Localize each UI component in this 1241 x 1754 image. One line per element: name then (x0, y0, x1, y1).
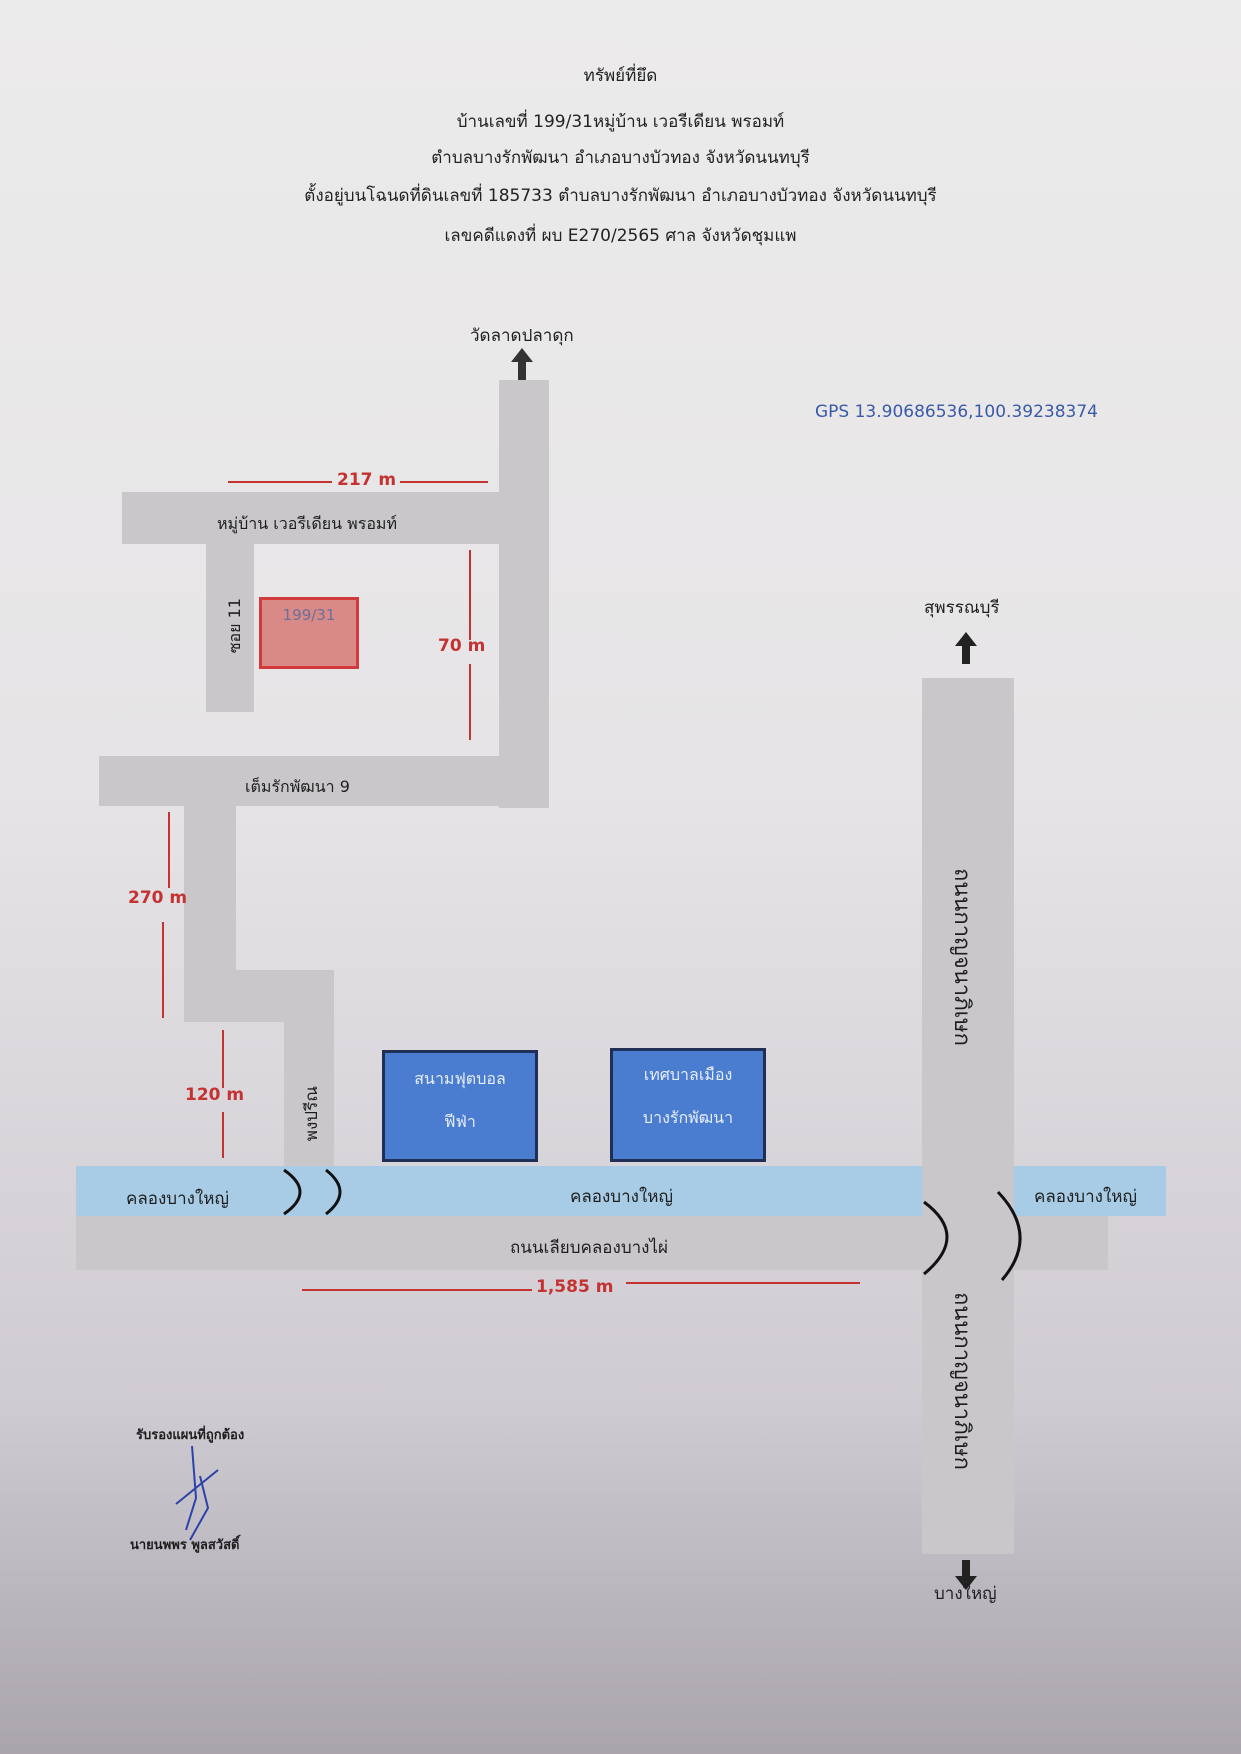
dist-217: 217 m (337, 470, 397, 490)
dist-120: 120 m (185, 1085, 245, 1105)
dist-line-1585-left (302, 1289, 532, 1291)
certify-text: รับรองแผนที่ถูกต้อง (136, 1428, 245, 1443)
municipal-name-2: บางรักพัฒนา (642, 1108, 734, 1127)
bridge-arc-2 (325, 1168, 342, 1216)
label-canal-road: ถนนเลียบคลองบางไผ่ (510, 1238, 668, 1258)
dist-line-270-bottom (162, 922, 164, 1018)
canal-main (76, 1166, 922, 1216)
stadium-name-2: ฟีฟ่า (444, 1112, 476, 1131)
header-subdistrict: ตำบลบางรักพัฒนา อำเภอบางบัวทอง จังหวัดนน… (431, 148, 810, 168)
label-temrak: เต็มรักพัฒนา 9 (245, 777, 350, 796)
dist-1585: 1,585 m (536, 1277, 614, 1297)
building-stadium: สนามฟุตบอล ฟีฟ่า (382, 1050, 538, 1162)
dist-270: 270 m (128, 888, 188, 908)
bridge-arc-4 (996, 1190, 1022, 1281)
property-number: 199/31 (282, 606, 336, 624)
label-canal-middle: คลองบางใหญ่ (570, 1187, 673, 1207)
municipal-name-1: เทศบาลเมือง (643, 1065, 733, 1084)
arrow-up-stem (962, 646, 970, 664)
label-village-road: หมู่บ้าน เวอรีเดียน พรอมท์ (217, 514, 398, 533)
header-address: บ้านเลขที่ 199/31หมู่บ้าน เวอรีเดียน พรอ… (456, 112, 785, 132)
dist-line-70-top (469, 550, 471, 640)
property-lot: 199/31 (259, 597, 359, 669)
road-canal-side (76, 1216, 922, 1270)
dist-70: 70 m (438, 636, 486, 656)
road-temrak (99, 756, 501, 806)
bridge-arc-1 (283, 1168, 302, 1216)
header-case: เลขคดีแดงที่ ผบ E270/2565 ศาล จังหวัดชุม… (444, 226, 797, 246)
stadium-name-1: สนามฟุตบอล (414, 1069, 506, 1088)
road-village (122, 492, 502, 544)
dist-line-217-right (400, 481, 488, 483)
place-bangyai: บางใหญ่ (934, 1584, 997, 1604)
gps-coordinates: GPS 13.90686536,100.39238374 (815, 402, 1098, 422)
dist-line-270-top (168, 812, 170, 888)
arrow-up-icon (511, 348, 533, 362)
place-north: วัดลาดปลาดุก (470, 326, 574, 346)
road-canal-side-right (1014, 1216, 1108, 1270)
arrow-down-icon (955, 1576, 977, 1590)
label-kanchanaphisek-top: ถนนกาญจนาภิเษก (949, 868, 974, 1046)
bridge-arc-3 (923, 1200, 949, 1276)
road-phonprin (284, 972, 334, 1172)
header-deed: ตั้งอยู่บนโฉนดที่ดินเลขที่ 185733 ตำบลบา… (304, 186, 937, 206)
arrow-up-icon (955, 632, 977, 646)
arrow-down-stem (962, 1560, 970, 1576)
dist-line-1585-right (626, 1282, 860, 1284)
dist-line-120-top (222, 1030, 224, 1088)
dist-line-217-left (228, 481, 332, 483)
signature-mark (175, 1445, 219, 1541)
dist-line-70-bottom (469, 664, 471, 740)
arrow-up-stem (518, 362, 526, 380)
label-canal-left: คลองบางใหญ่ (126, 1189, 229, 1209)
dist-line-120-bottom (222, 1112, 224, 1158)
building-municipal: เทศบาลเมือง บางรักพัฒนา (610, 1048, 766, 1162)
signer-name: นายนพพร พูลสวัสดิ์ (130, 1538, 240, 1553)
label-canal-right: คลองบางใหญ่ (1034, 1187, 1137, 1207)
road-soi-11 (206, 540, 254, 712)
canal-right (1014, 1166, 1166, 1216)
road-kanchanaphisek (922, 678, 1014, 1554)
place-suphanburi: สุพรรณบุรี (924, 598, 1000, 618)
label-kanchanaphisek-bottom: ถนนกาญจนาภิเษก (949, 1292, 974, 1470)
road-north-vertical (499, 380, 549, 808)
header-title: ทรัพย์ที่ยึด (583, 66, 658, 86)
